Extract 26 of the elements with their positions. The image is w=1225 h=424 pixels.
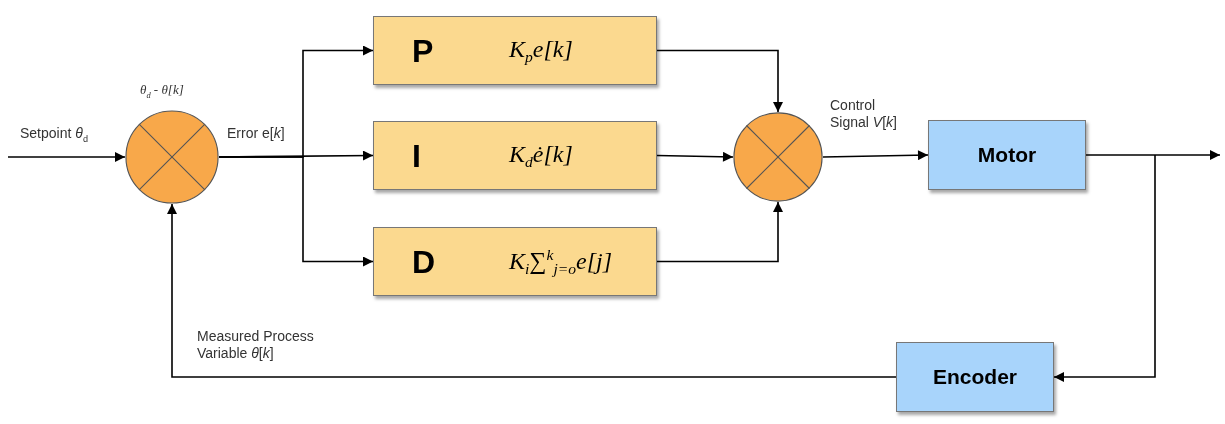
summing-junction — [125, 110, 219, 204]
term-letter: I — [412, 137, 421, 174]
edge-label: Error e[k] — [227, 125, 285, 142]
signal-arrow — [656, 49, 783, 113]
term-formula: K$_{i}$∑$^{k}$$_{j=o}$e[j] — [509, 245, 613, 278]
summing-junction — [733, 112, 823, 202]
term-letter: D — [412, 243, 436, 280]
controller-term-box — [373, 121, 657, 190]
signal-arrow — [1085, 150, 1221, 160]
signal-arrow — [656, 151, 734, 162]
term-formula: K$_{p}$e[k] — [509, 35, 573, 66]
difference-label: θ$_{d}$ - θ[k] — [140, 82, 184, 100]
term-letter: P — [412, 32, 434, 69]
signal-arrow — [822, 150, 929, 161]
controller-term-box — [373, 227, 657, 296]
signal-arrow — [656, 201, 783, 263]
signal-arrow — [1053, 154, 1156, 382]
process-box — [928, 120, 1086, 190]
signal-arrow — [167, 203, 897, 378]
process-box — [896, 342, 1054, 412]
signal-arrow — [218, 156, 374, 267]
term-formula: K$_{d}$ė[k] — [509, 140, 573, 171]
controller-term-box — [373, 16, 657, 85]
signal-arrow — [7, 152, 126, 162]
block-label: Motor — [976, 143, 1038, 167]
block-label: Encoder — [932, 365, 1018, 389]
